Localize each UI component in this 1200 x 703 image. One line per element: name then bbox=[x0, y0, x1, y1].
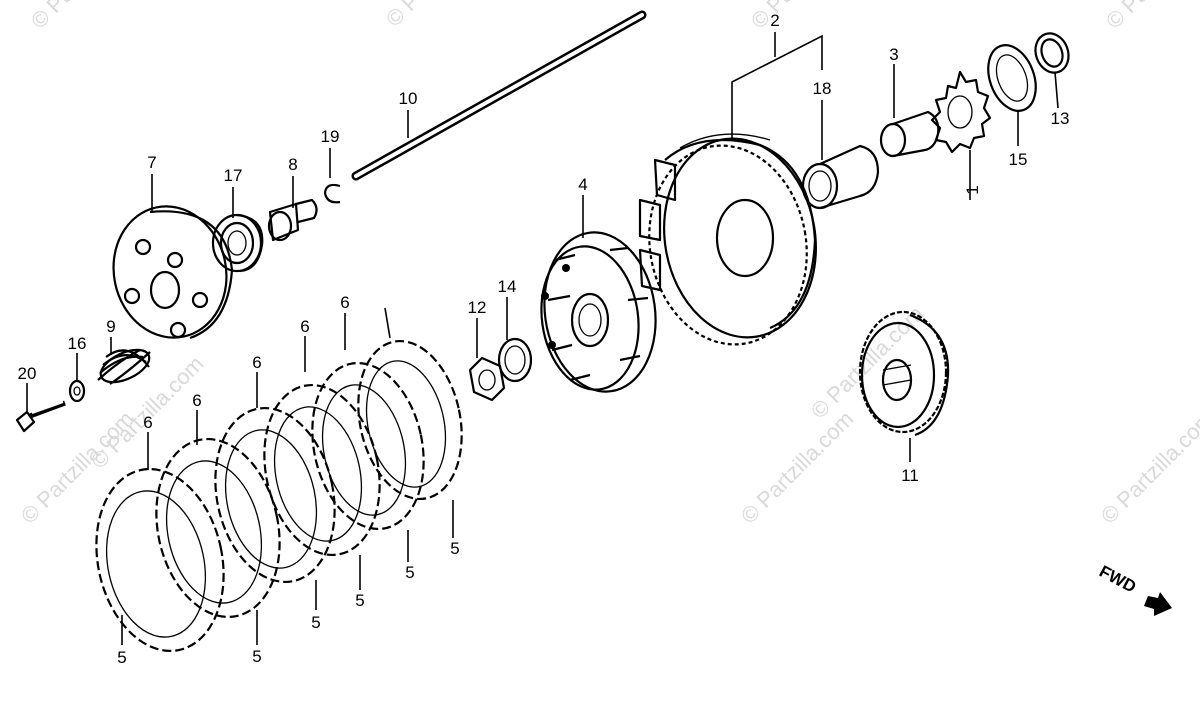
spring-part-9 bbox=[97, 348, 151, 385]
callout-2: 2 bbox=[770, 11, 779, 30]
callout-4: 4 bbox=[578, 175, 587, 194]
callout-6: 6 bbox=[340, 293, 349, 312]
callout-11: 11 bbox=[901, 466, 919, 485]
bolt-part-20 bbox=[15, 400, 66, 433]
needle-bearing-part-18 bbox=[801, 144, 880, 210]
watermark: © P bbox=[381, 0, 425, 32]
callout-5: 5 bbox=[117, 648, 126, 667]
callout-5: 5 bbox=[252, 647, 261, 666]
lock-nut-part-12 bbox=[468, 356, 506, 402]
leader-lines bbox=[26, 32, 1059, 645]
forward-arrow-icon bbox=[1144, 592, 1172, 616]
thrust-washer-part-15 bbox=[987, 44, 1037, 112]
bearing-part-17 bbox=[211, 213, 264, 273]
sprocket-part-1 bbox=[930, 70, 992, 154]
callout-3: 3 bbox=[889, 45, 898, 64]
callout-9: 9 bbox=[106, 317, 115, 336]
pressure-plate-part-7 bbox=[112, 205, 234, 340]
primary-gear-part-11 bbox=[858, 310, 950, 437]
clutch-plate-stack bbox=[95, 339, 463, 653]
callout-5: 5 bbox=[450, 539, 459, 558]
callout-5: 5 bbox=[311, 613, 320, 632]
callout-6: 6 bbox=[143, 413, 152, 432]
watermark: © Partzilla.com bbox=[1096, 406, 1200, 529]
callout-8: 8 bbox=[288, 155, 297, 174]
callout-18: 18 bbox=[813, 79, 832, 98]
clutch-outer-part-2 bbox=[638, 133, 817, 346]
clutch-center-part-4 bbox=[540, 231, 657, 393]
watermark: © Partzilla.com bbox=[1101, 0, 1200, 34]
callout-5: 5 bbox=[405, 563, 414, 582]
push-rod-part-10 bbox=[351, 10, 647, 181]
callout-6: 6 bbox=[192, 391, 201, 410]
callout-12: 12 bbox=[468, 298, 487, 317]
callout-20: 20 bbox=[18, 364, 37, 383]
watermark: © Partzilla.com bbox=[746, 0, 869, 34]
seal-part-13 bbox=[1034, 32, 1070, 74]
lifter-piece-part-8 bbox=[267, 198, 318, 242]
watermark-layer: © Partzilla.com © Partzilla.com © Partzi… bbox=[16, 0, 1200, 529]
watermark: © Partzilla.com bbox=[26, 0, 149, 34]
callout-7: 7 bbox=[147, 153, 156, 172]
fwd-label: FWD bbox=[1096, 562, 1139, 597]
forward-direction-indicator: FWD bbox=[1096, 562, 1172, 616]
callout-10: 10 bbox=[399, 89, 418, 108]
callout-17: 17 bbox=[224, 166, 243, 185]
callout-16: 16 bbox=[68, 334, 87, 353]
callout-6: 6 bbox=[300, 317, 309, 336]
collar-part-3 bbox=[879, 110, 940, 158]
callout-labels: 2 18 3 1 15 13 4 10 19 8 17 7 12 14 11 9… bbox=[18, 11, 1070, 667]
callout-15: 15 bbox=[1009, 150, 1028, 169]
lock-washer-part-14 bbox=[497, 337, 533, 383]
callout-1: 1 bbox=[963, 185, 982, 194]
callout-14: 14 bbox=[498, 277, 517, 296]
callout-5: 5 bbox=[355, 591, 364, 610]
washer-part-16 bbox=[68, 379, 86, 403]
callout-13: 13 bbox=[1051, 109, 1070, 128]
callout-19: 19 bbox=[321, 127, 340, 146]
circlip-part-19 bbox=[323, 183, 341, 204]
callout-6: 6 bbox=[252, 353, 261, 372]
watermark: © Partzilla.com bbox=[736, 406, 859, 529]
